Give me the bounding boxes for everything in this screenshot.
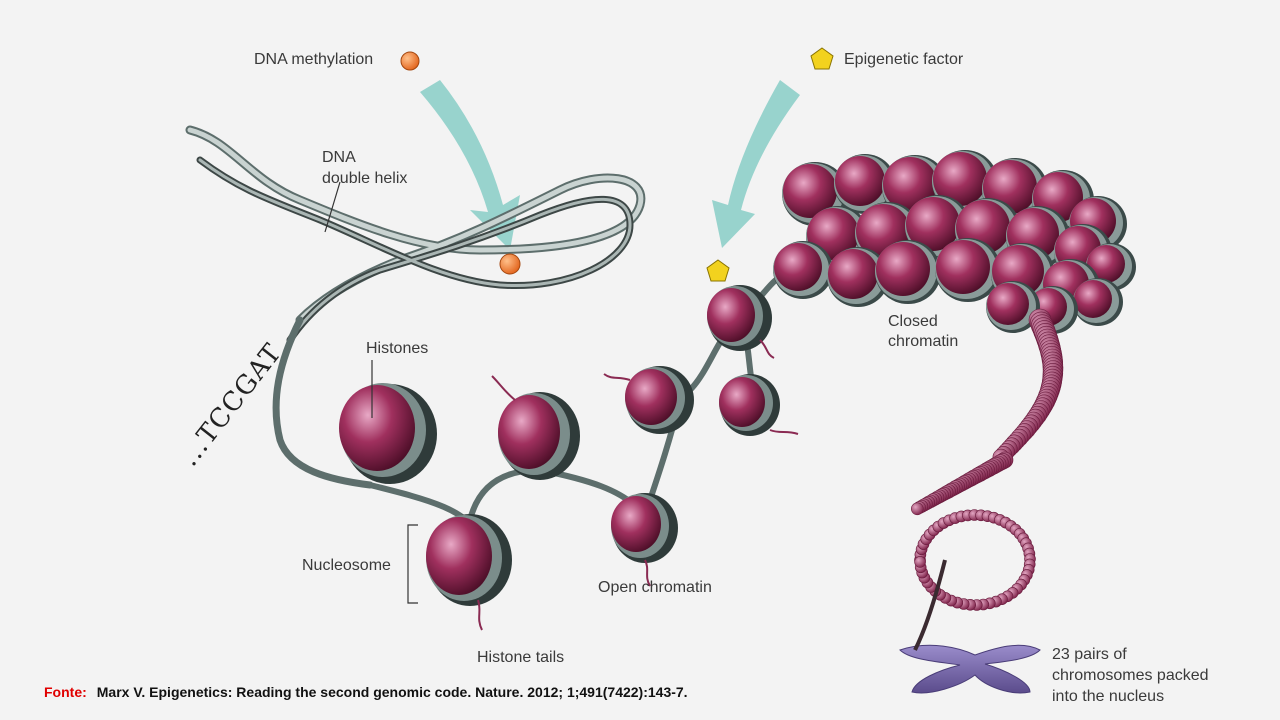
epigenetic-factor-arrow [712, 80, 800, 248]
chromosomes-label-line2: chromosomes packed [1052, 667, 1209, 684]
closed-chromatin-bead [1069, 196, 1127, 252]
epigenetic-factor-label: Epigenetic factor [844, 51, 964, 68]
chromosomes-label-line1: 23 pairs of [1052, 646, 1127, 663]
histone-tails-label: Histone tails [477, 649, 565, 666]
source-prefix: Fonte: [44, 684, 87, 700]
methylation-arrow [420, 80, 520, 250]
closed-chromatin-label-line1: Closed [888, 313, 938, 330]
closed-chromatin-bead [986, 281, 1040, 333]
nucleosome-bracket [407, 524, 418, 604]
source-text: Marx V. Epigenetics: Reading the second … [96, 684, 688, 700]
nucleosome-open [611, 493, 678, 563]
closed-chromatin-cluster [773, 150, 1136, 334]
closed-chromatin-bead [875, 240, 941, 304]
dna-helix-label-line2: double helix [322, 170, 408, 187]
chromosomes-label-line3: into the nucleus [1052, 688, 1165, 705]
nucleosome-histones [339, 383, 437, 484]
chromatin-fiber [910, 308, 1064, 611]
closed-chromatin-bead [827, 247, 889, 307]
histone-tails [477, 339, 799, 631]
chromosome-icon [899, 644, 1041, 694]
closed-chromatin-label-line2: chromatin [888, 333, 959, 350]
dna-double-helix [185, 125, 646, 489]
fiber-bead [910, 502, 924, 516]
nucleosome-lower [426, 514, 512, 606]
nucleosome-middle [498, 392, 580, 480]
epigenetic-factor-on-chromatin [706, 259, 730, 282]
closed-chromatin-bead [773, 241, 833, 299]
open-chromatin-label: Open chromatin [598, 579, 712, 596]
closed-chromatin-bead [834, 154, 896, 214]
histones-label: Histones [366, 340, 429, 357]
nucleosome-label: Nucleosome [302, 557, 391, 574]
source-citation: Fonte: Marx V. Epigenetics: Reading the s… [44, 684, 688, 700]
closed-chromatin-bead [1073, 278, 1123, 326]
nucleosome-factor-bound [707, 285, 772, 351]
nucleosome-small-right [719, 374, 780, 436]
epigenetic-factor-legend-icon [810, 47, 834, 70]
dna-methylation-label: DNA methylation [254, 51, 374, 68]
dna-pointer-line [324, 181, 341, 233]
dna-helix-label-line1: DNA [322, 149, 356, 166]
closed-chromatin-bead [935, 238, 1001, 302]
nucleosome-small-left [625, 366, 694, 434]
methylation-legend-icon [400, 51, 420, 71]
methyl-group-on-dna [499, 253, 521, 275]
fiber-bead [914, 556, 926, 568]
fiber-strand-to-chromosome [913, 559, 947, 651]
